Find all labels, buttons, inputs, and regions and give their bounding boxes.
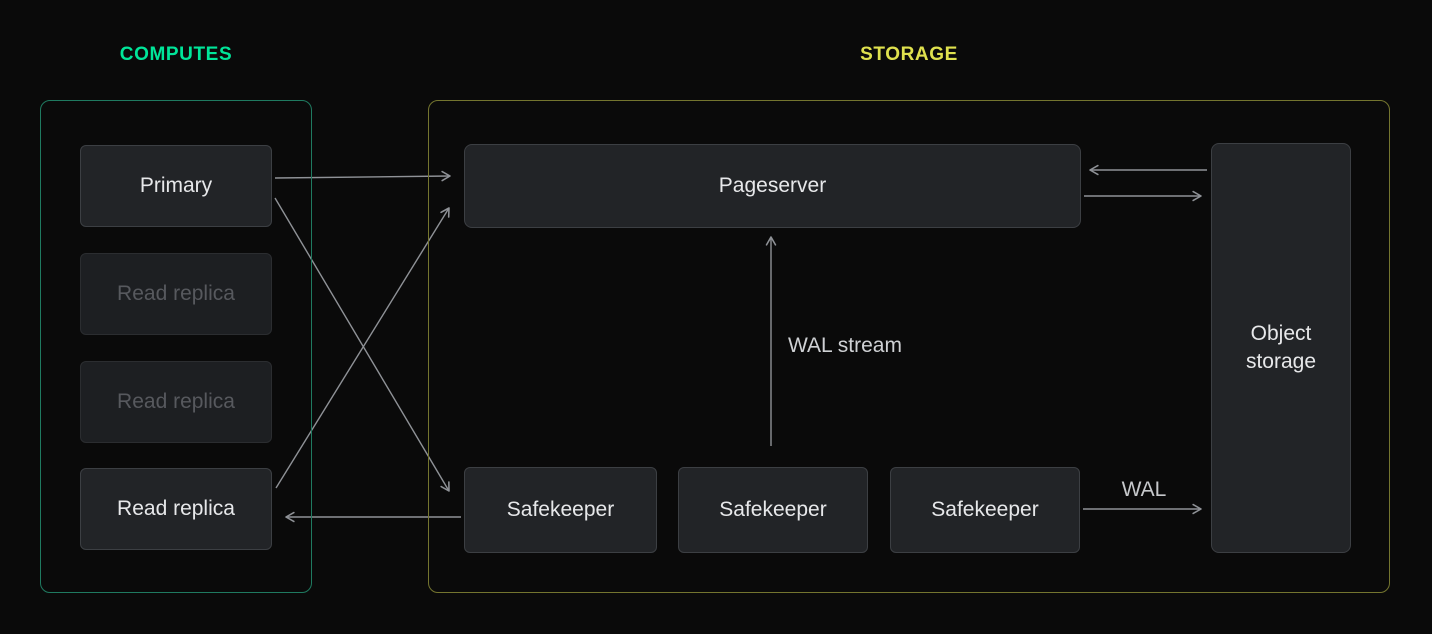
node-read-replica-3: Read replica <box>80 468 272 550</box>
storage-group: Pageserver Safekeeper Safekeeper Safekee… <box>428 100 1390 593</box>
wal-stream-label: WAL stream <box>788 334 902 357</box>
node-safekeeper-3-label: Safekeeper <box>931 497 1039 521</box>
node-pageserver-label: Pageserver <box>718 173 827 197</box>
node-safekeeper-2: Safekeeper <box>678 467 868 553</box>
node-safekeeper-3: Safekeeper <box>890 467 1080 553</box>
node-object-storage-label: Object storage <box>1245 321 1317 373</box>
wal-label: WAL <box>1121 478 1167 501</box>
node-read-replica-3-label: Read replica <box>117 496 235 520</box>
node-object-storage: Object storage <box>1211 143 1351 553</box>
node-pageserver: Pageserver <box>464 144 1081 228</box>
node-read-replica-1: Read replica <box>80 253 272 335</box>
node-safekeeper-2-label: Safekeeper <box>719 497 827 521</box>
node-read-replica-2: Read replica <box>80 361 272 443</box>
node-read-replica-2-label: Read replica <box>117 389 235 413</box>
computes-section-title: COMPUTES <box>119 44 233 65</box>
node-primary-label: Primary <box>139 173 213 197</box>
node-safekeeper-1: Safekeeper <box>464 467 657 553</box>
node-primary: Primary <box>80 145 272 227</box>
node-read-replica-1-label: Read replica <box>117 281 235 305</box>
node-safekeeper-1-label: Safekeeper <box>506 497 615 521</box>
storage-section-title: STORAGE <box>860 44 958 65</box>
computes-group: Primary Read replica Read replica Read r… <box>40 100 312 593</box>
